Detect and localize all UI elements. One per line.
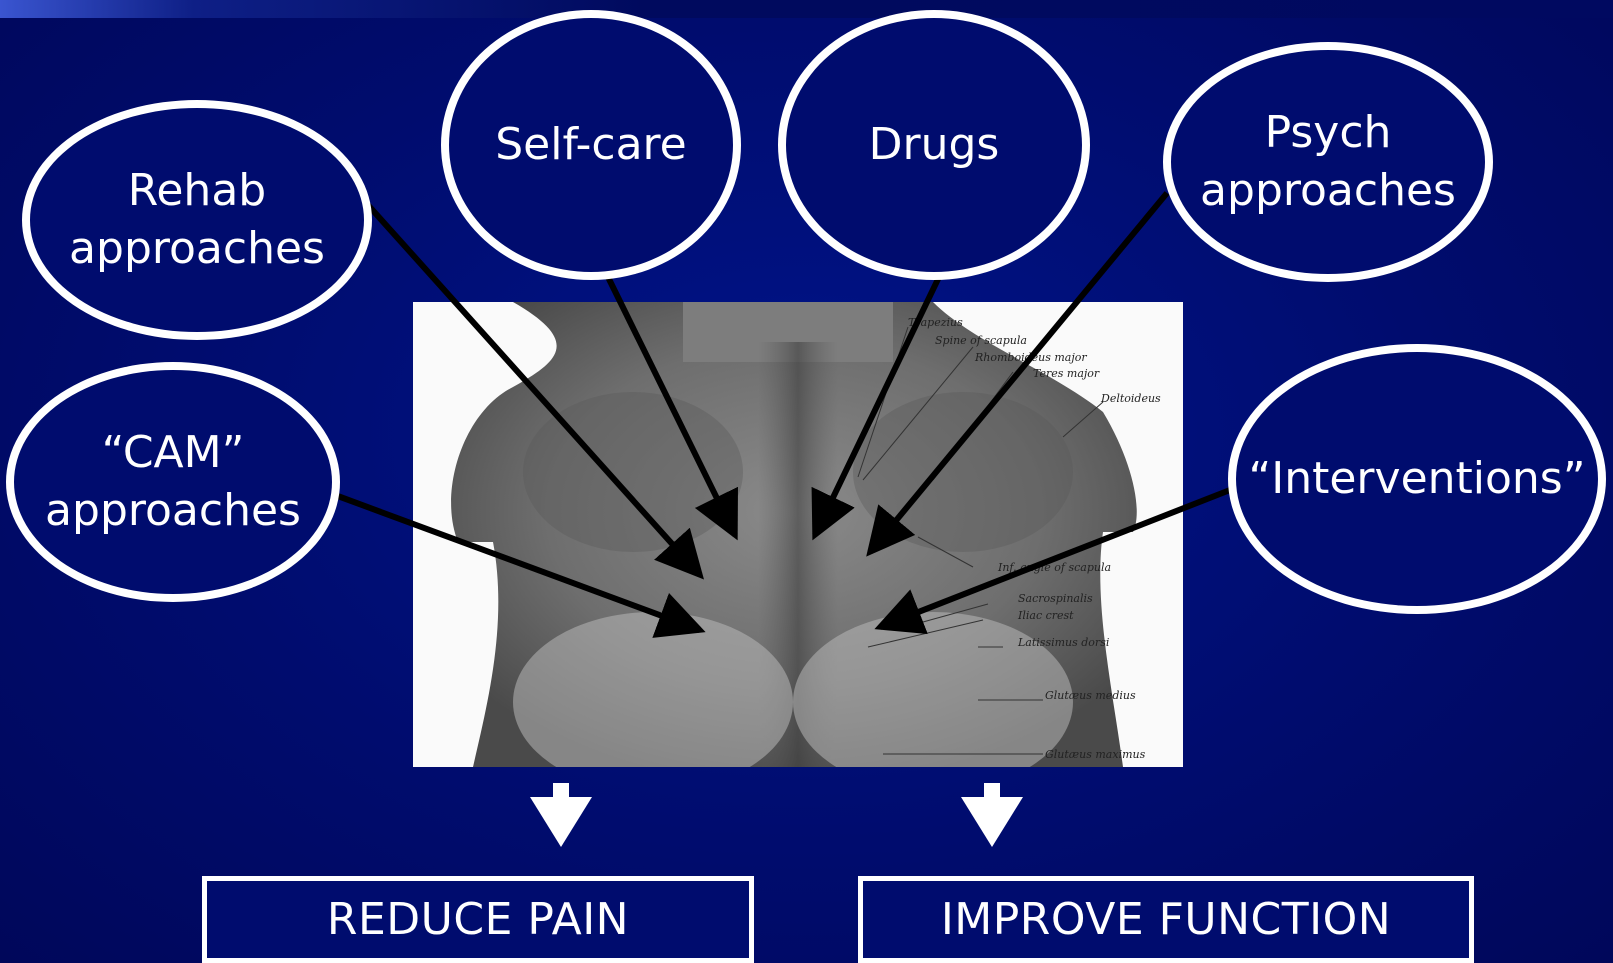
outcome-improve-function: IMPROVE FUNCTION (858, 876, 1474, 963)
arrow-interventions (880, 490, 1230, 627)
down-arrow-function-stem (984, 783, 1000, 798)
bubble-cam-approaches: “CAM” approaches (6, 362, 340, 602)
bubble-self-care: Self-care (441, 10, 741, 280)
bubble-interventions: “Interventions” (1228, 344, 1606, 614)
down-arrow-pain-head (530, 797, 592, 847)
bubble-rehab-approaches: Rehab approaches (22, 100, 372, 340)
bubble-psych-approaches: Psych approaches (1163, 42, 1493, 282)
down-arrow-pain-stem (553, 783, 569, 798)
down-arrow-function-head (961, 797, 1023, 847)
bubble-drugs: Drugs (778, 10, 1090, 280)
arrow-drugs (815, 275, 940, 535)
outcome-reduce-pain: REDUCE PAIN (202, 876, 754, 963)
